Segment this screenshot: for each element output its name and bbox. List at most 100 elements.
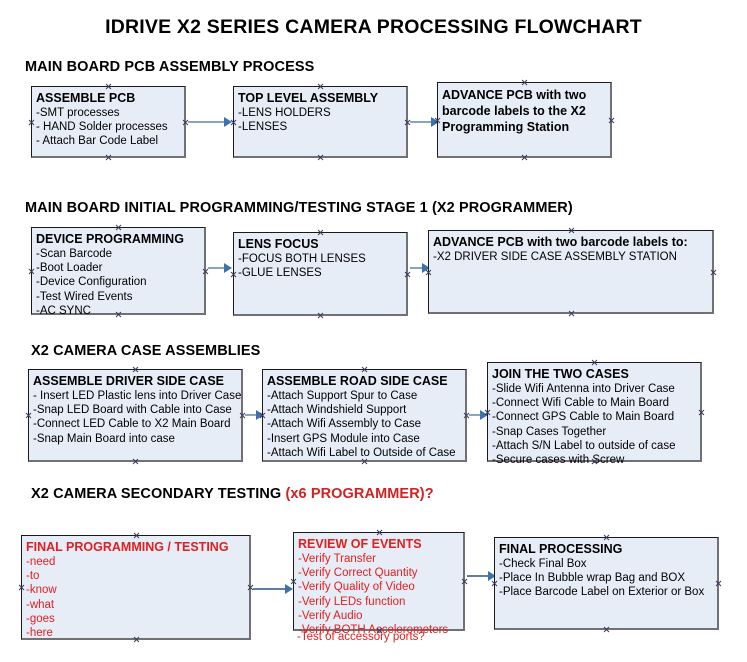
box-content: ADVANCE PCB with two barcode labels to: … [429, 231, 712, 264]
box-title: DEVICE PROGRAMMING [36, 232, 184, 246]
box-line: -Test Wired Events [36, 290, 133, 303]
box-content: DEVICE PROGRAMMING -Scan Barcode -Boot L… [32, 228, 204, 318]
box-review-of-events[interactable]: REVIEW OF EVENTS -Verify Transfer -Verif… [293, 532, 465, 636]
box-line: -Scan Barcode [36, 248, 113, 260]
box-content: ASSEMBLE DRIVER SIDE CASE - Insert LED P… [29, 370, 241, 446]
section-heading-main-board-pcb-assembly-process: MAIN BOARD PCB ASSEMBLY PROCESS [25, 59, 315, 75]
box-title: ADVANCE PCB with two barcode labels to t… [442, 88, 587, 134]
box-line: -Snap Cases Together [492, 425, 607, 438]
connector-assemble-pcb-to-top-level [188, 121, 230, 123]
box-title: ADVANCE PCB with two barcode labels to: [433, 235, 688, 249]
connector-final-programming-to-review-events [253, 588, 291, 590]
box-title: FINAL PROGRAMMING / TESTING [26, 540, 229, 554]
section-heading-text: X2 CAMERA SECONDARY TESTING [31, 486, 286, 502]
resize-handle-bottom[interactable] [317, 154, 324, 161]
box-title: ASSEMBLE DRIVER SIDE CASE [33, 374, 225, 388]
box-assemble-pcb[interactable]: ASSEMBLE PCB -SMT processes - HAND Solde… [31, 86, 186, 158]
box-line: -to [26, 570, 40, 583]
box-line: -Connect LED Cable to X2 Main Board [33, 418, 231, 431]
box-content: FINAL PROGRAMMING / TESTING -need -to -k… [22, 536, 249, 640]
box-line: - HAND Solder processes [36, 121, 168, 134]
page-title: IDRIVE X2 SERIES CAMERA PROCESSING FLOWC… [105, 16, 642, 38]
box-content: REVIEW OF EVENTS -Verify Transfer -Verif… [294, 533, 463, 637]
box-line: - Attach Bar Code Label [36, 135, 159, 148]
arrow-head-icon [285, 584, 293, 594]
connector-top-level-to-advance-pcb [410, 121, 438, 123]
box-line: -Verify Correct Quantity [298, 567, 418, 580]
section-heading-x2-camera-secondary-testing: X2 CAMERA SECONDARY TESTING (x6 PROGRAMM… [31, 486, 434, 502]
arrow-head-icon [488, 571, 496, 581]
resize-handle-bottom[interactable] [521, 154, 528, 161]
box-line: -Attach S/N Label to outside of case [492, 439, 676, 452]
box-line: -Place Barcode Label on Exterior or Box [499, 586, 705, 599]
box-line: -Verify Quality of Video [298, 581, 415, 594]
section-heading-main-board-initial-programming: MAIN BOARD INITIAL PROGRAMMING/TESTING S… [25, 200, 573, 216]
box-lens-focus[interactable]: LENS FOCUS -FOCUS BOTH LENSES -GLUE LENS… [233, 232, 408, 316]
box-line: -Place In Bubble wrap Bag and BOX [499, 572, 686, 585]
connector-driver-case-to-road-case [245, 414, 263, 416]
box-line: -Connect GPS Cable to Main Board [492, 411, 675, 424]
box-review-of-events-overflow-line: -Test of accessory ports? [297, 631, 425, 643]
box-content: FINAL PROCESSING -Check Final Box -Place… [495, 538, 717, 600]
box-line: -Verify Audio [298, 609, 363, 622]
box-line: -here [26, 627, 53, 640]
box-content: ADVANCE PCB with two barcode labels to t… [438, 83, 610, 135]
box-line: -goes [26, 612, 55, 625]
box-line: -AC SYNC [36, 304, 91, 317]
resize-handle-bottom[interactable] [603, 626, 610, 633]
box-line: -Insert GPS Module into Case [267, 432, 420, 445]
connector-lens-focus-to-advance-pcb-driver [410, 267, 428, 269]
resize-handle-bottom[interactable] [132, 458, 139, 465]
arrow-head-icon [224, 263, 232, 273]
box-assemble-driver-side-case[interactable]: ASSEMBLE DRIVER SIDE CASE - Insert LED P… [28, 369, 243, 462]
connector-road-case-to-join-cases [469, 414, 487, 416]
box-line: -Device Configuration [36, 276, 147, 289]
box-assemble-road-side-case[interactable]: ASSEMBLE ROAD SIDE CASE -Attach Support … [262, 369, 467, 462]
box-title: JOIN THE TWO CASES [492, 367, 629, 381]
box-line: -FOCUS BOTH LENSES [238, 253, 366, 265]
resize-handle-bottom[interactable] [568, 310, 575, 317]
box-line: -Snap LED Board with Cable into Case [33, 404, 232, 417]
box-title: LENS FOCUS [238, 237, 319, 251]
resize-handle-bottom[interactable] [317, 312, 324, 319]
box-line: -know [26, 584, 57, 597]
box-final-programming-testing[interactable]: FINAL PROGRAMMING / TESTING -need -to -k… [21, 535, 251, 640]
box-content: ASSEMBLE PCB -SMT processes - HAND Solde… [32, 87, 184, 149]
section-heading-accent: (x6 PROGRAMMER)? [285, 486, 434, 502]
resize-handle-right[interactable] [710, 269, 717, 276]
box-line: -Attach Wifi Label to Outside of Case [267, 446, 456, 459]
arrow-head-icon [256, 410, 264, 420]
box-line: -Verify Transfer [298, 553, 376, 565]
box-content: LENS FOCUS -FOCUS BOTH LENSES -GLUE LENS… [234, 233, 406, 280]
box-line: -Attach Support Spur to Case [267, 390, 418, 402]
box-line: -Snap Main Board into case [33, 432, 175, 445]
box-line: -what [26, 598, 55, 611]
box-advance-pcb-to-programming-station[interactable]: ADVANCE PCB with two barcode labels to t… [437, 82, 612, 158]
arrow-head-icon [224, 117, 232, 127]
box-final-processing[interactable]: FINAL PROCESSING -Check Final Box -Place… [494, 537, 719, 630]
box-title: ASSEMBLE PCB [36, 91, 136, 105]
connector-review-events-to-final-processing [467, 575, 495, 577]
arrow-head-icon [422, 263, 430, 273]
arrow-head-icon [431, 117, 439, 127]
resize-handle-bottom[interactable] [105, 154, 112, 161]
box-top-level-assembly[interactable]: TOP LEVEL ASSEMBLY -LENS HOLDERS -LENSES [233, 86, 408, 158]
connector-device-programming-to-lens-focus [208, 267, 230, 269]
box-device-programming[interactable]: DEVICE PROGRAMMING -Scan Barcode -Boot L… [31, 227, 206, 318]
box-content: ASSEMBLE ROAD SIDE CASE -Attach Support … [263, 370, 465, 460]
box-line: -Boot Loader [36, 262, 103, 275]
box-line: - Insert LED Plastic lens into Driver Ca… [33, 390, 242, 402]
box-line: -LENSES [238, 121, 288, 134]
box-line: -SMT processes [36, 107, 120, 119]
box-line: -Verify BOTH Accelerometers [298, 624, 449, 637]
box-join-the-two-cases[interactable]: JOIN THE TWO CASES -Slide Wifi Antenna i… [487, 362, 702, 466]
box-content: TOP LEVEL ASSEMBLY -LENS HOLDERS -LENSES [234, 87, 406, 134]
box-title: FINAL PROCESSING [499, 542, 623, 556]
box-line: -Connect Wifi Cable to Main Board [492, 397, 670, 410]
box-line: -LENS HOLDERS [238, 107, 331, 119]
section-heading-x2-camera-case-assemblies: X2 CAMERA CASE ASSEMBLIES [31, 343, 261, 359]
box-advance-pcb-to-driver-side-station[interactable]: ADVANCE PCB with two barcode labels to: … [428, 230, 714, 314]
arrow-head-icon [480, 410, 488, 420]
box-line: -X2 DRIVER SIDE CASE ASSEMBLY STATION [433, 251, 677, 263]
